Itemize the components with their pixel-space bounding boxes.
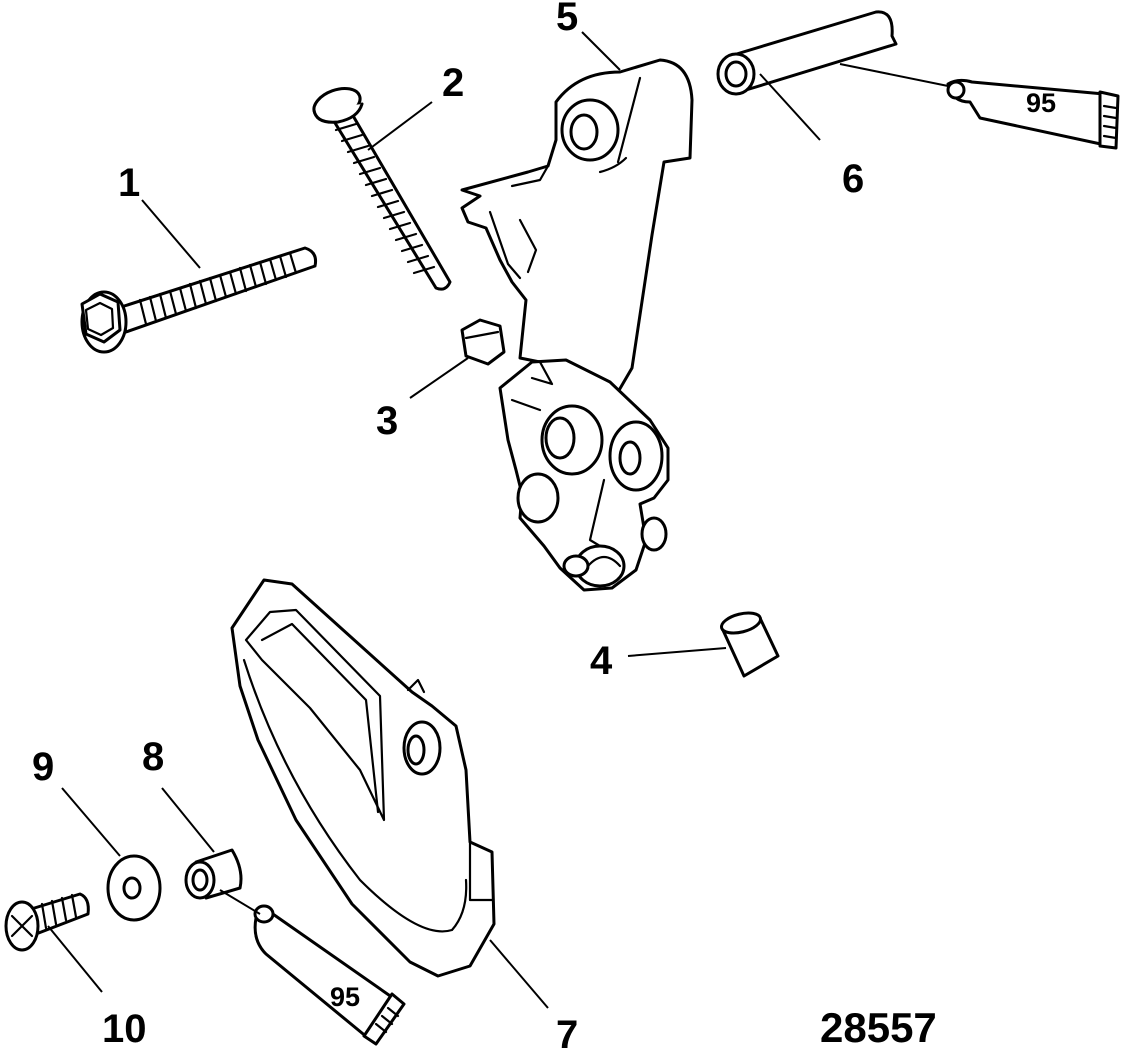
part-2-long-screw xyxy=(312,86,452,291)
part-5-lever-arm xyxy=(460,58,694,592)
leader-10 xyxy=(47,925,103,993)
leader-3 xyxy=(409,357,469,399)
leader-lines xyxy=(47,31,949,1009)
callout-6: 6 xyxy=(842,157,864,201)
leader-8-tube xyxy=(219,889,261,915)
callout-9: 9 xyxy=(32,745,54,789)
part-10-phillips-screw xyxy=(4,892,90,952)
part-1-hex-flange-bolt xyxy=(80,246,317,354)
leader-4 xyxy=(627,647,727,657)
part-7-cover-plate xyxy=(230,578,496,978)
callout-5: 5 xyxy=(556,0,578,39)
sealant-tube-lower: 95 xyxy=(253,904,406,1046)
leader-9 xyxy=(61,787,121,857)
part-4-bushing xyxy=(719,611,780,678)
leader-5 xyxy=(581,31,621,71)
callout-3: 3 xyxy=(376,399,398,443)
leader-1 xyxy=(141,199,201,269)
sealant-tube-upper-label: 95 xyxy=(1026,88,1056,118)
leader-6 xyxy=(759,73,821,141)
figure-number: 28557 xyxy=(820,1004,937,1051)
part-9-washer xyxy=(106,854,162,922)
callout-4: 4 xyxy=(590,639,613,683)
sealant-tube-upper: 95 xyxy=(946,78,1120,150)
leader-2 xyxy=(367,101,433,151)
callout-8: 8 xyxy=(142,735,164,779)
leader-8 xyxy=(161,787,215,853)
part-6-sleeve xyxy=(716,10,898,96)
sealant-tube-lower-label: 95 xyxy=(330,982,360,1012)
callout-1: 1 xyxy=(118,161,140,205)
callout-2: 2 xyxy=(442,61,464,105)
callouts: 1 2 3 4 5 6 7 8 9 10 xyxy=(32,0,864,1054)
leader-6-tube xyxy=(839,63,949,87)
callout-10: 10 xyxy=(102,1007,147,1051)
leader-7 xyxy=(489,939,549,1009)
part-8-sleeve xyxy=(184,848,243,900)
part-3-nut xyxy=(460,318,506,366)
callout-7: 7 xyxy=(556,1013,578,1054)
